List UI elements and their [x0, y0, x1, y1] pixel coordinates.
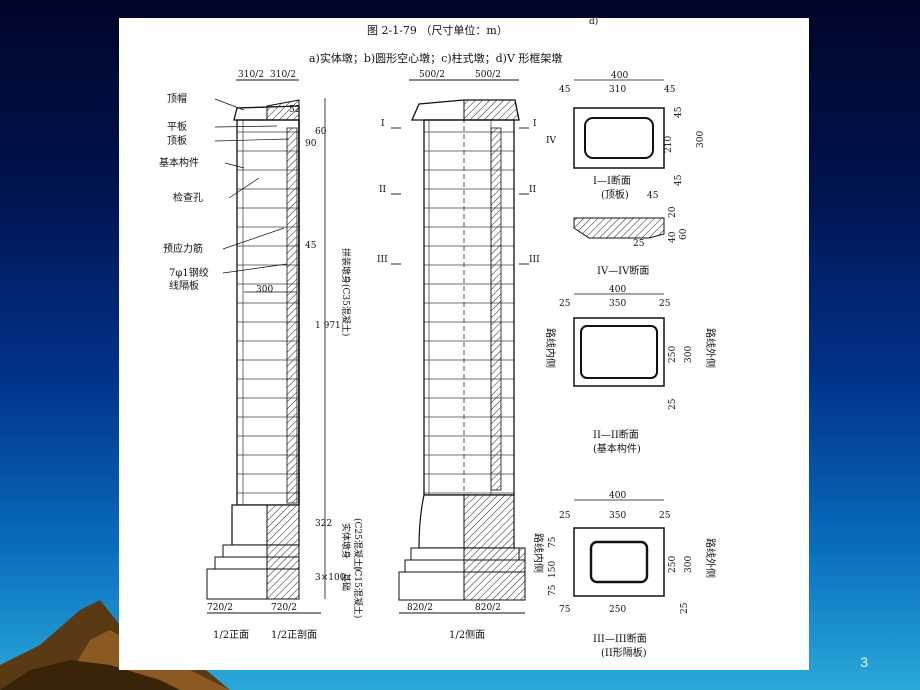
section-III-III: 400 25 350 25 75 150 75 250 300 75 250 2… [532, 491, 717, 659]
s1-dim-45a: 45 [559, 85, 571, 95]
s1-dim-45c: 45 [674, 106, 684, 118]
s3-dim-250b: 250 [609, 605, 626, 615]
left-elevation: 310/2 310/2 720/2 720/2 1/2正面 1/2正剖面 顶帽 … [159, 70, 364, 641]
slide-figure: 图 2-1-79 （尺寸单位：m） d) a)实体墩；b)圆形空心墩；c)柱式墩… [119, 18, 809, 670]
callout-base-member: 基本构件 [159, 156, 199, 169]
s2-right-note: 路线外侧 [704, 328, 717, 368]
r-bottom-dim-left: 820/2 [407, 603, 433, 613]
callout-diaphragm: 线隔板 [169, 279, 199, 292]
bottom-dim-left: 720/2 [207, 603, 233, 613]
page-number: 3 [860, 654, 868, 670]
s3-dim-150: 150 [548, 561, 558, 578]
top-dim-left: 310/2 [238, 70, 264, 80]
r-top-dim-left: 500/2 [419, 70, 445, 80]
s3-dim-350: 350 [609, 511, 626, 521]
mark-I-left: I [381, 119, 385, 129]
s4-dim-60: 60 [679, 228, 689, 240]
note-c15: (C15混凝土) [352, 566, 364, 618]
dim-90: 90 [305, 139, 317, 149]
section-I-I: 400 310 45 45 IV 210 300 45 45 I—I断面 (顶板… [546, 71, 706, 201]
s4-dim-45: 45 [647, 191, 659, 201]
s2-dim-400: 400 [609, 285, 626, 295]
dim-1971: 1 971 [315, 321, 341, 331]
s3-dim-400: 400 [609, 491, 626, 501]
s2-dim-250: 250 [668, 346, 678, 363]
s3-dim-75c: 75 [559, 605, 571, 615]
s2-sub: (基本构件) [593, 442, 641, 455]
figure-subtitle: a)实体墩；b)圆形空心墩；c)柱式墩；d)V 形框架墩 [309, 51, 562, 65]
dim-60: 60 [315, 127, 327, 137]
s1-sub: (顶板) [601, 188, 629, 201]
s2-caption: II—II断面 [593, 428, 639, 441]
bottom-dim-right: 720/2 [271, 603, 297, 613]
section-II-II: 400 25 350 25 250 300 25 路线内侧 路线外侧 II—II… [544, 285, 717, 455]
s3-dim-25c: 25 [680, 602, 690, 614]
callout-cap: 顶帽 [167, 92, 187, 105]
s1-dim-45d: 45 [674, 174, 684, 186]
note-precast-shaft: 拼装墩身(C35混凝土) [340, 248, 352, 336]
s3-dim-25b: 25 [659, 511, 671, 521]
s3-caption: III—III断面 [593, 632, 647, 645]
s3-left-note: 路线内侧 [532, 533, 545, 573]
right-elevation: 500/2 500/2 820/2 820/2 1/2侧面 I I II II … [377, 70, 540, 641]
s4-caption: IV—IV断面 [597, 264, 649, 277]
s1-dim-310: 310 [609, 85, 626, 95]
bridge-pier-drawing: 图 2-1-79 （尺寸单位：m） d) a)实体墩；b)圆形空心墩；c)柱式墩… [159, 18, 717, 659]
mark-I-right: I [533, 119, 537, 129]
s4-profile [573, 217, 665, 239]
r-bottom-dim-right: 820/2 [475, 603, 501, 613]
r-top-dim-right: 500/2 [475, 70, 501, 80]
dim-3x100: 3×100 [315, 573, 346, 583]
figure-caption: 图 2-1-79 （尺寸单位：m） [367, 23, 508, 37]
mark-III-right: III [529, 255, 540, 265]
note-footing: 基础 [340, 573, 352, 591]
s3-dim-25a: 25 [559, 511, 571, 521]
mark-III-left: III [377, 255, 388, 265]
callout-top-plate: 顶板 [167, 134, 187, 147]
s3-dim-300: 300 [684, 556, 694, 573]
r-caption-side: 1/2侧面 [449, 628, 485, 641]
s1-caption: I—I断面 [593, 174, 631, 187]
section-IV-IV: 45 20 40 25 60 IV—IV断面 [573, 191, 689, 277]
s2-dim-25a: 25 [559, 299, 571, 309]
s4-dim-25: 25 [633, 239, 645, 249]
top-dim-right: 310/2 [270, 70, 296, 80]
s1-dim-210: 210 [664, 136, 674, 153]
s2-dim-300: 300 [684, 346, 694, 363]
s1-dim-300: 300 [696, 131, 706, 148]
s2-left-note: 路线内侧 [544, 328, 557, 368]
s3-sub: (II形隔板) [601, 646, 647, 659]
dim-52: 52 [289, 105, 300, 115]
s1-dim-45b: 45 [664, 85, 676, 95]
shaft-wall-section [286, 127, 298, 504]
s2-dim-25b: 25 [659, 299, 671, 309]
s4-dim-20: 20 [668, 206, 678, 218]
callout-prestress: 预应力筋 [163, 242, 203, 255]
s4-dim-40: 40 [668, 231, 678, 243]
callout-strand: 7φ1钢绞 [169, 266, 209, 279]
s1-dim-400: 400 [611, 71, 628, 81]
dim-300: 300 [256, 285, 273, 295]
dim-45: 45 [305, 241, 317, 251]
s2-dim-350: 350 [609, 299, 626, 309]
s3-right-note: 路线外侧 [704, 538, 717, 578]
s1-mark-IV: IV [546, 136, 557, 146]
callout-flat-plate: 平板 [167, 120, 187, 133]
corner-mark: d) [589, 18, 598, 27]
mark-II-right: II [529, 185, 537, 195]
caption-front: 1/2正面 [213, 630, 249, 641]
note-c25: (C25混凝土) [352, 518, 364, 570]
note-solid-shaft: 实体墩身 [340, 523, 352, 559]
s2-dim-25c: 25 [668, 398, 678, 410]
s3-dim-75b: 75 [548, 584, 558, 596]
s3-dim-75a: 75 [548, 536, 558, 548]
dim-322: 322 [315, 519, 332, 529]
mark-II-left: II [379, 185, 387, 195]
callout-inspection-hole: 检查孔 [173, 191, 203, 204]
caption-section: 1/2正剖面 [271, 628, 317, 641]
s3-dim-250: 250 [668, 556, 678, 573]
